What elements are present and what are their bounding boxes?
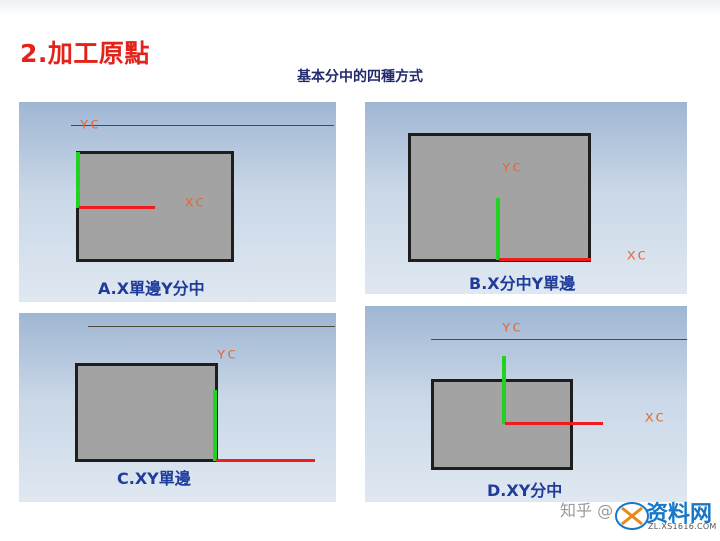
panel-b-yc-label: YC: [502, 161, 523, 175]
panel-c-part: [75, 363, 218, 462]
panel-c-top-line: [88, 326, 335, 327]
panel-a-yc-label: YC: [80, 118, 101, 132]
page-subtitle: 基本分中的四種方式: [297, 69, 423, 85]
panel-b-xc-label: XC: [627, 249, 648, 263]
panel-c-yc-label: YC: [217, 348, 238, 362]
panel-d-yc-label: YC: [502, 321, 523, 335]
panel-c-caption: C.XY單邊: [117, 469, 191, 488]
site-logo-icon: [615, 502, 649, 530]
panel-b-y-axis: [496, 198, 500, 260]
panel-a-xc-label: XC: [185, 196, 206, 210]
panel-d-y-axis: [502, 356, 506, 424]
panel-d-xc-label: XC: [645, 411, 666, 425]
panel-a-caption: A.X單邊Y分中: [98, 279, 205, 298]
panel-a-x-axis: [79, 206, 155, 209]
logo-url: ZL.XS1616.COM: [648, 522, 717, 531]
panel-d-caption: D.XY分中: [487, 481, 563, 500]
panel-c-y-axis: [213, 390, 217, 461]
top-bar: [0, 0, 720, 16]
panel-a-top-line: [71, 125, 334, 126]
page-title: 2.加工原點: [20, 39, 150, 68]
logo-text: 资料网: [646, 502, 713, 527]
panel-b-x-axis: [499, 258, 591, 261]
panel-c-x-axis: [216, 459, 315, 462]
watermark-text: 知乎 @: [560, 501, 614, 520]
panel-a-y-axis: [76, 152, 80, 208]
panel-b-caption: B.X分中Y單邊: [469, 274, 576, 293]
panel-d-x-axis: [505, 422, 603, 425]
panel-d-top-line: [431, 339, 687, 340]
